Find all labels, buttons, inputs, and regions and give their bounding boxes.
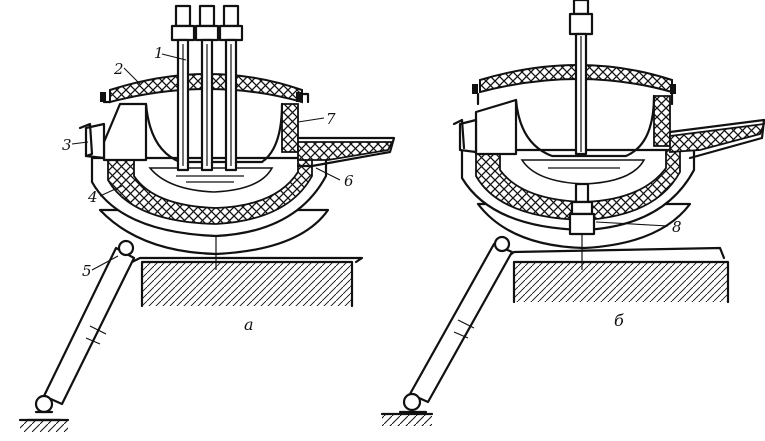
foundation-a [130, 256, 364, 308]
callout-4: 4 [87, 188, 98, 206]
caption-a: а [244, 315, 254, 334]
tapping-spout-a [297, 141, 394, 161]
electrode-b [568, 0, 594, 156]
bottom-electrode-b [568, 182, 596, 270]
callout-6: 6 [344, 172, 354, 190]
working-door-a [84, 122, 106, 160]
tapping-spout-b [669, 122, 765, 153]
wall-right-b [653, 95, 671, 147]
panel-b: 8 б [380, 0, 765, 426]
callout-8: 8 [672, 218, 682, 236]
wall-right-a [281, 103, 299, 153]
molten-bath-a [148, 167, 274, 193]
foundation-b [504, 246, 730, 304]
callout-5: 5 [82, 262, 92, 280]
furnace-shell-a [90, 156, 328, 238]
panel-a: 1 2 3 4 5 6 7 а [18, 4, 396, 432]
tilt-cylinder-a [18, 239, 136, 432]
refractory-lining-b [475, 149, 681, 221]
hearth-a [133, 171, 299, 209]
callout-1: 1 [154, 44, 164, 62]
wall-left-b [474, 98, 518, 156]
callout-2: 2 [113, 60, 124, 78]
electrodes-a [170, 4, 244, 172]
callout-3: 3 [62, 136, 72, 154]
wall-left-a [102, 102, 148, 162]
tilt-cylinder-b [380, 235, 514, 426]
caption-b: б [614, 311, 624, 330]
callout-7: 7 [326, 110, 336, 128]
